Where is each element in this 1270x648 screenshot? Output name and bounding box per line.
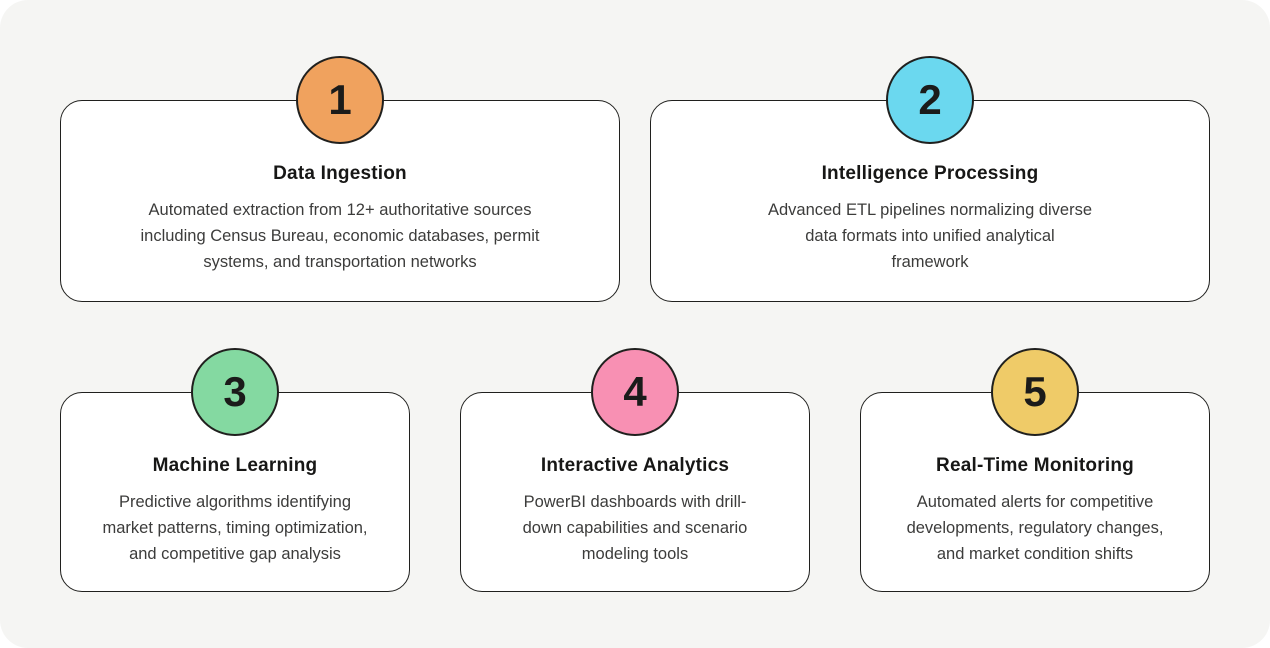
step-title: Intelligence Processing [821, 163, 1039, 184]
description-line: Automated alerts for competitive [916, 493, 1154, 511]
step-description: Automated alerts for competitive develop… [861, 489, 1209, 567]
step-number: 1 [328, 76, 352, 123]
description-line: PowerBI dashboards with drill- [523, 493, 747, 511]
step-description: Advanced ETL pipelines normalizing diver… [651, 197, 1209, 275]
step-number: 5 [1023, 368, 1047, 415]
description-line: Automated extraction from 12+ authoritat… [148, 201, 532, 219]
step-number: 2 [918, 76, 942, 123]
step-card-data-ingestion: 1 Data Ingestion Automated extraction fr… [60, 56, 620, 302]
step-number-badge: 4 [591, 348, 679, 436]
step-number: 4 [623, 368, 647, 415]
step-title: Machine Learning [152, 455, 318, 476]
step-title: Real-Time Monitoring [936, 455, 1134, 476]
step-card-real-time-monitoring: 5 Real-Time Monitoring Automated alerts … [860, 348, 1210, 592]
step-title: Data Ingestion [273, 163, 407, 184]
step-title: Interactive Analytics [540, 455, 730, 476]
step-card-intelligence-processing: 2 Intelligence Processing Advanced ETL p… [650, 56, 1210, 302]
step-number: 3 [223, 368, 247, 415]
description-line: including Census Bureau, economic databa… [140, 227, 540, 245]
description-line: down capabilities and scenario [522, 519, 748, 537]
step-number-badge: 3 [191, 348, 279, 436]
step-card-machine-learning: 3 Machine Learning Predictive algorithms… [60, 348, 410, 592]
description-line: framework [891, 253, 969, 271]
step-number-badge: 1 [296, 56, 384, 144]
description-line: Predictive algorithms identifying [118, 493, 352, 511]
step-description: Automated extraction from 12+ authoritat… [61, 197, 619, 275]
step-description: Predictive algorithms identifying market… [61, 489, 409, 567]
step-description: PowerBI dashboards with drill- down capa… [461, 489, 809, 567]
description-line: and competitive gap analysis [129, 545, 341, 563]
step-number-badge: 5 [991, 348, 1079, 436]
description-line: data formats into unified analytical [805, 227, 1055, 245]
description-line: market patterns, timing optimization, [102, 519, 368, 537]
description-line: Advanced ETL pipelines normalizing diver… [767, 201, 1093, 219]
step-card-interactive-analytics: 4 Interactive Analytics PowerBI dashboar… [460, 348, 810, 592]
description-line: systems, and transportation networks [203, 253, 477, 271]
step-number-badge: 2 [886, 56, 974, 144]
description-line: developments, regulatory changes, [906, 519, 1164, 537]
description-line: modeling tools [581, 545, 689, 563]
description-line: and market condition shifts [936, 545, 1134, 563]
